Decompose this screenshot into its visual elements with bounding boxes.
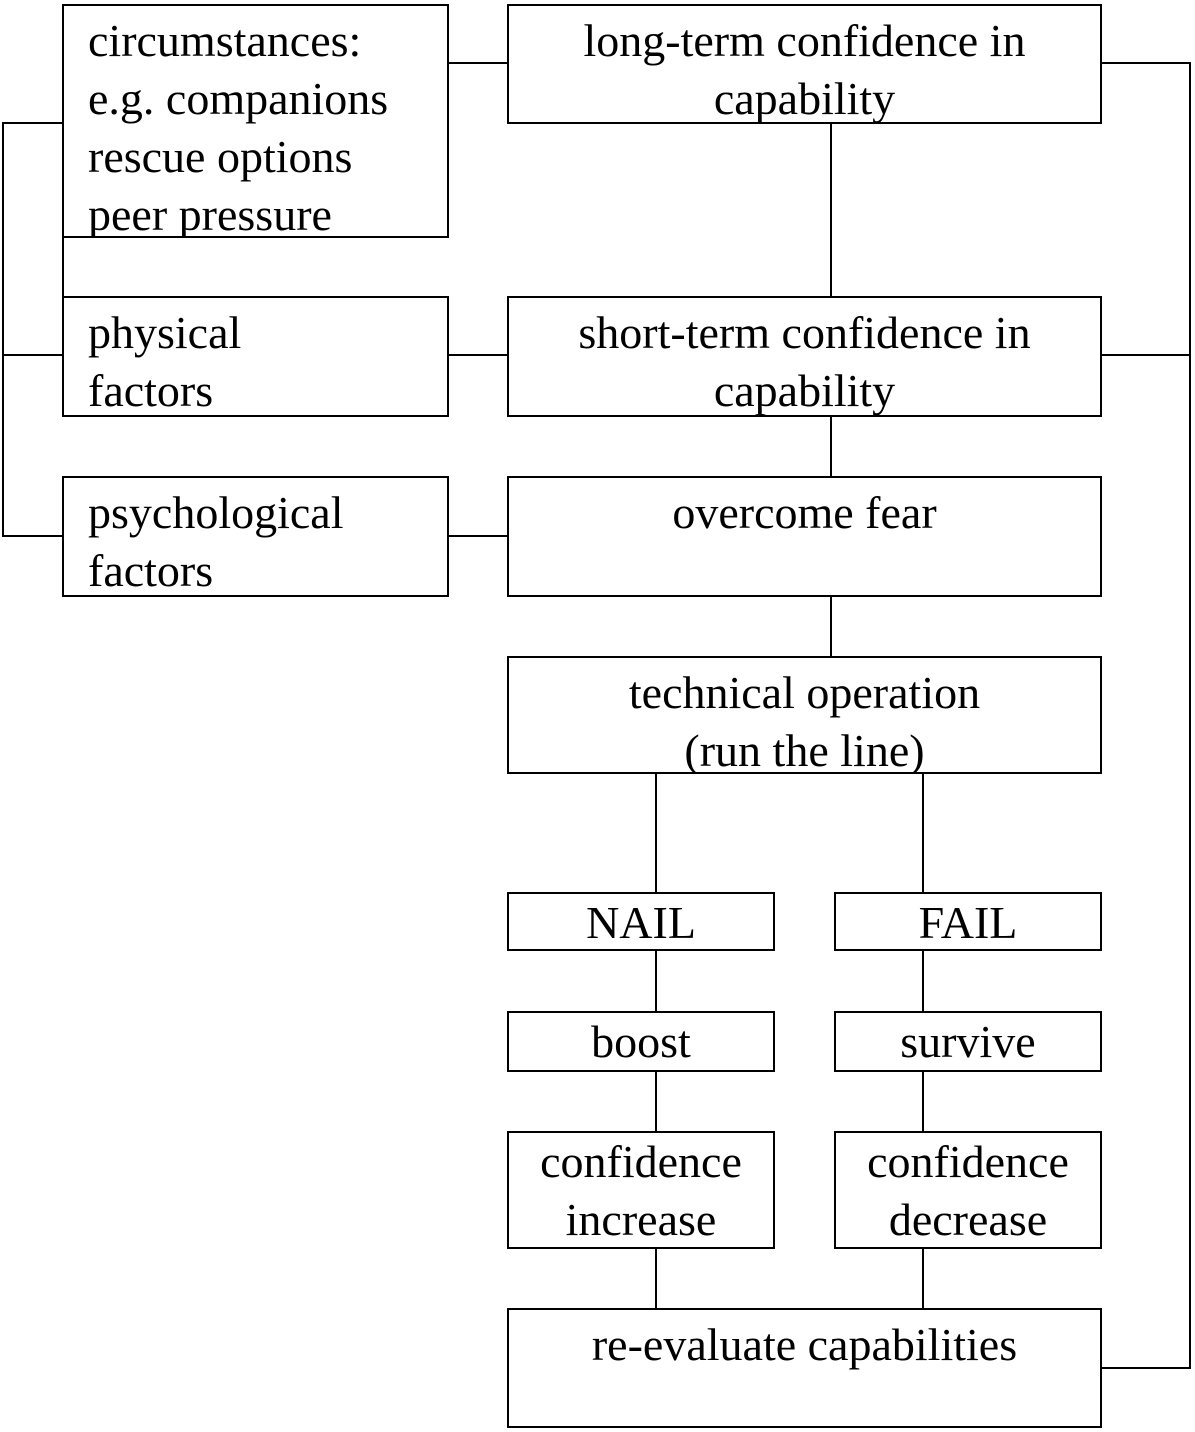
circumstances-box: circumstances: e.g. companions rescue op… <box>62 4 449 238</box>
fail-box: FAIL <box>834 892 1102 951</box>
confidence-increase-box: confidence increase <box>507 1131 775 1249</box>
boost-box: boost <box>507 1011 775 1072</box>
survive-box: survive <box>834 1011 1102 1072</box>
psychological-factors-box: psychological factors <box>62 476 449 597</box>
physical-factors-box: physical factors <box>62 296 449 417</box>
re-evaluate-capabilities-box: re-evaluate capabilities <box>507 1308 1102 1428</box>
short-term-confidence-box: short-term confidence in capability <box>507 296 1102 417</box>
confidence-decrease-box: confidence decrease <box>834 1131 1102 1249</box>
technical-operation-box: technical operation (run the line) <box>507 656 1102 774</box>
long-term-confidence-box: long-term confidence in capability <box>507 4 1102 124</box>
feedback-loop <box>1101 62 1191 1369</box>
overcome-fear-box: overcome fear <box>507 476 1102 597</box>
factors-bracket <box>2 122 62 537</box>
nail-box: NAIL <box>507 892 775 951</box>
